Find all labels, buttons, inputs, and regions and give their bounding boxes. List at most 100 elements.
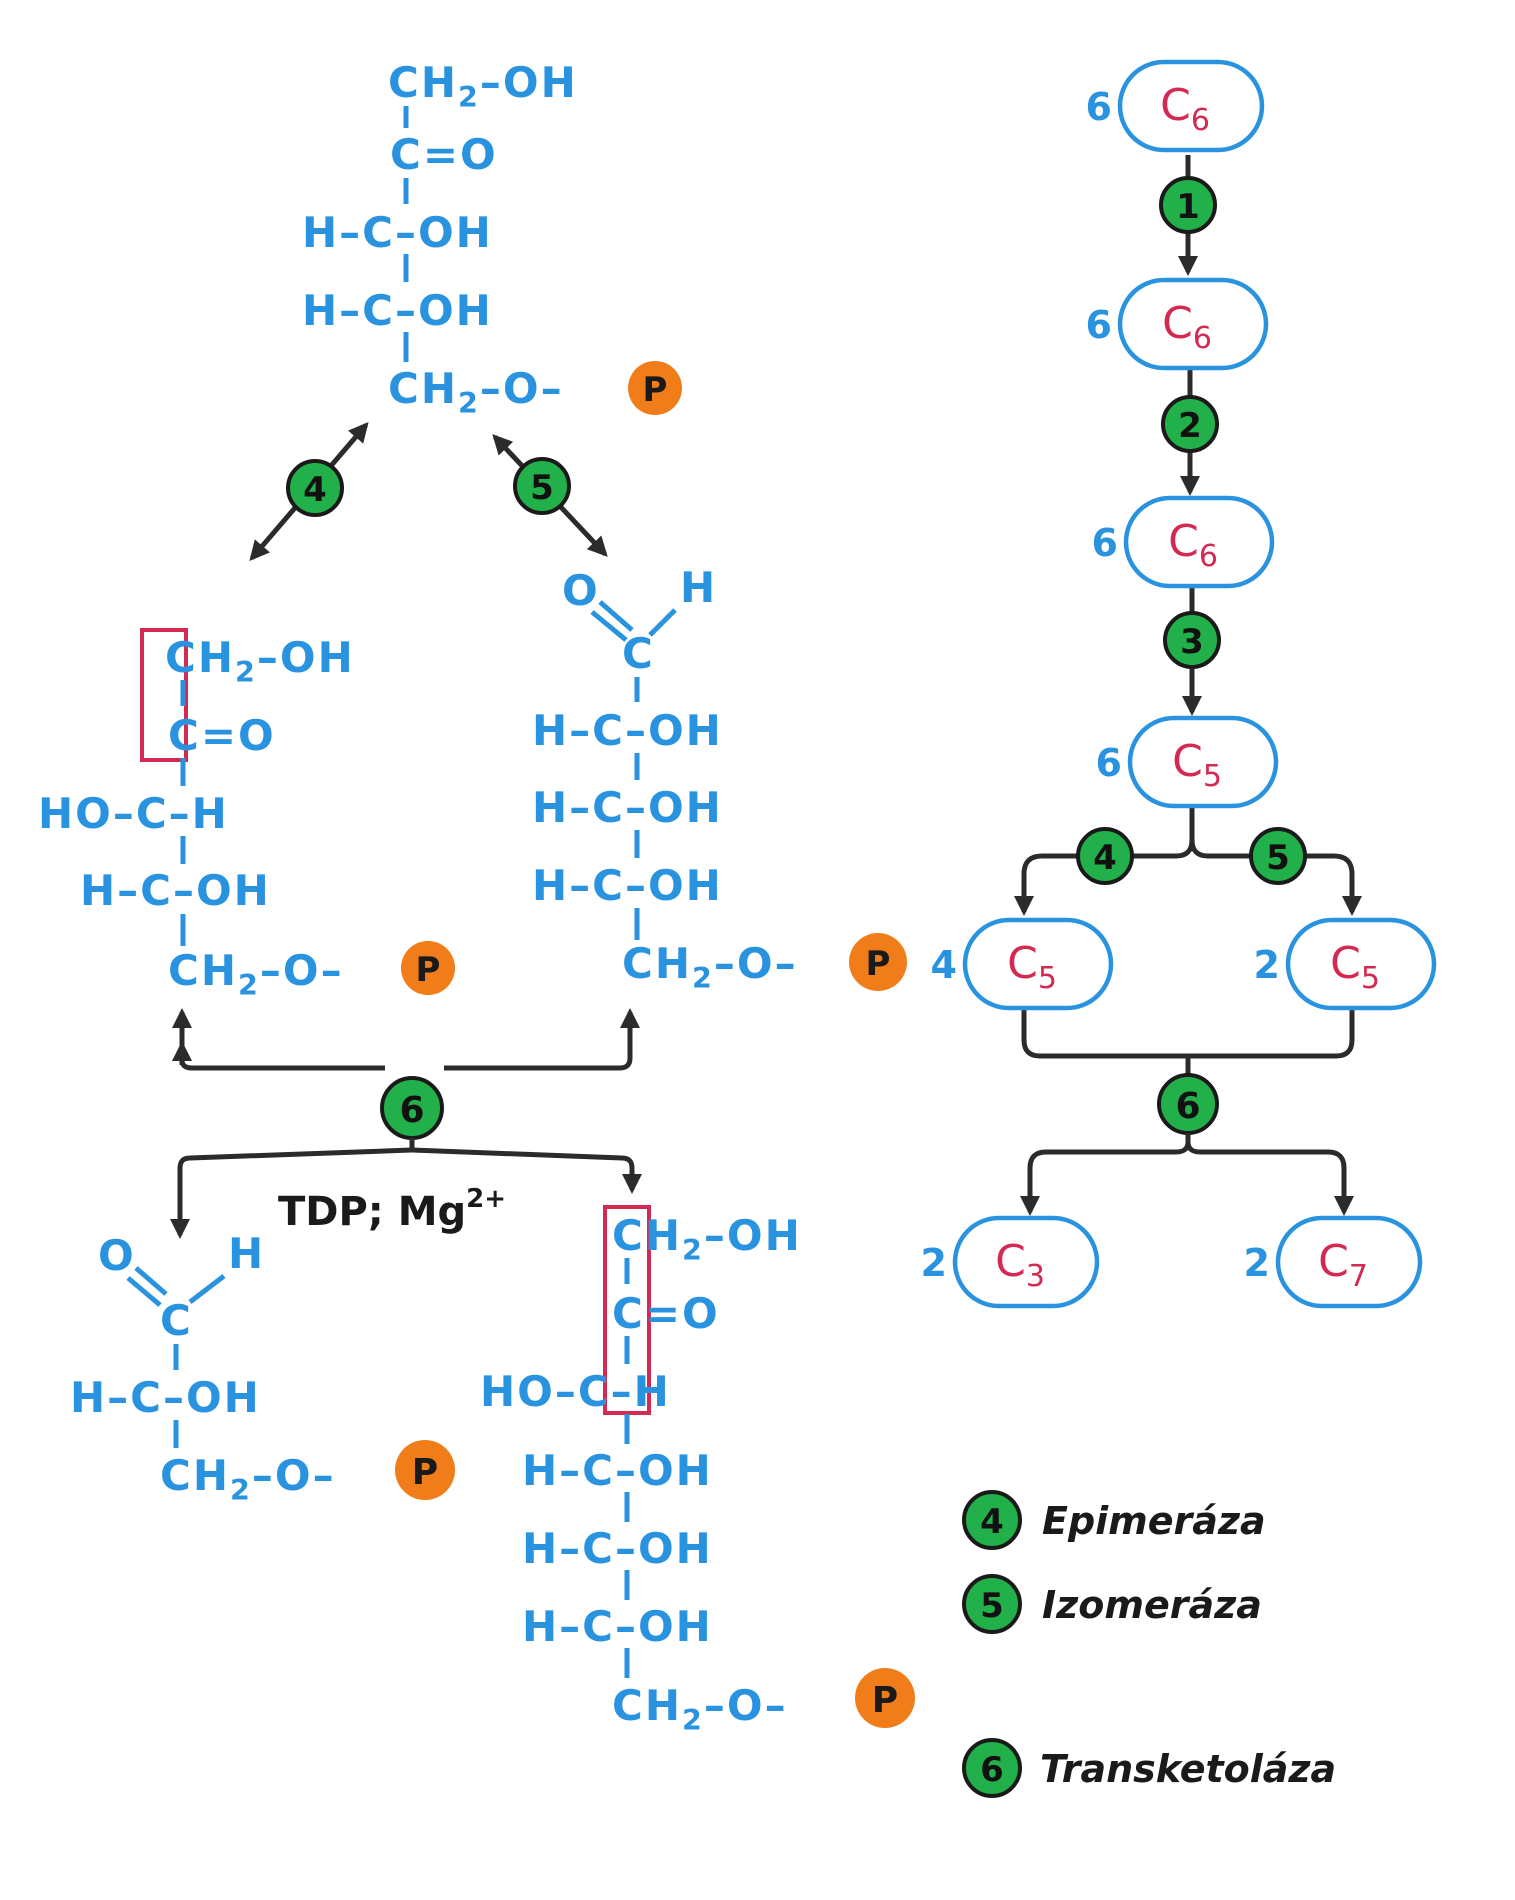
enzyme-6-marker: 6: [380, 1076, 444, 1140]
svg-text:5: 5: [530, 468, 554, 508]
gly-aldehyde-h: H: [228, 1229, 265, 1278]
enzyme-2-marker: 2: [1161, 395, 1219, 453]
xyl-line-1: CH2–OH: [165, 633, 355, 689]
pathway-node-outline: [962, 917, 1114, 1011]
legend-item-isomerase: 5 Izomeráza: [962, 1574, 1262, 1634]
svg-text:P: P: [872, 1680, 898, 1721]
rib-line-1: C: [622, 629, 655, 678]
phosphate-icon: P: [849, 933, 907, 991]
enzyme-5-marker: 5: [1249, 827, 1307, 885]
sed-line-6: H–C–OH: [522, 1602, 713, 1651]
pathway-node-coefficient: 6: [1086, 85, 1112, 129]
rib-aldehyde-o: O: [562, 566, 600, 615]
rib-line-4: H–C–OH: [532, 861, 723, 910]
pathway-node-outline: [1127, 715, 1279, 809]
sedoheptulose-7-phosphate-structure: CH2–OH C=O HO–C–H H–C–OH H–C–OH H–C–OH C…: [480, 1205, 915, 1737]
pathway-node-coefficient: 2: [1254, 943, 1280, 987]
xyl-line-4: H–C–OH: [80, 866, 271, 915]
pathway-node: 2 C3: [921, 1215, 1100, 1309]
phosphate-icon: P: [855, 1668, 915, 1728]
svg-text:6: 6: [399, 1090, 424, 1131]
legend-number: 4: [980, 1502, 1004, 1542]
xyl-line-3: HO–C–H: [38, 789, 229, 838]
pathway-node-coefficient: 6: [1092, 521, 1118, 565]
legend-number: 5: [980, 1586, 1004, 1626]
pathway-node-outline: [1275, 1215, 1423, 1309]
phosphate-icon: P: [395, 1440, 455, 1500]
sed-line-7: CH2–O–: [612, 1681, 788, 1737]
svg-text:1: 1: [1176, 187, 1200, 227]
pathway-node-outline: [1117, 277, 1269, 371]
pathway-node-outline: [1117, 59, 1265, 153]
legend-number: 6: [980, 1750, 1004, 1790]
pathway-node-coefficient: 6: [1096, 741, 1122, 785]
pathway-node-label: C5: [1007, 938, 1057, 996]
sed-line-4: H–C–OH: [522, 1446, 713, 1495]
glyceraldehyde-3-phosphate-structure: O H C H–C–OH CH2–O– P: [70, 1229, 455, 1507]
enzyme-1-marker: 1: [1159, 176, 1217, 234]
ribose-5-phosphate-structure: O H C H–C–OH H–C–OH H–C–OH CH2–O– P: [532, 563, 907, 995]
enzyme-4-marker: 4: [1076, 827, 1134, 885]
pathway-node-label: C5: [1172, 736, 1222, 794]
legend-label: Izomeráza: [1042, 1583, 1262, 1627]
rib-line-2: H–C–OH: [532, 706, 723, 755]
phosphate-icon: P: [628, 361, 682, 415]
svg-text:3: 3: [1180, 622, 1204, 662]
pathway-node-label: C3: [995, 1236, 1045, 1294]
xyl-line-5: CH2–O–: [168, 946, 344, 1002]
pathway-node: 6 C6: [1092, 495, 1275, 589]
pathway-node-label: C5: [1330, 938, 1380, 996]
svg-text:2: 2: [1178, 406, 1202, 446]
enzyme-5-marker: 5: [513, 457, 571, 515]
xylulose-5-phosphate-structure: CH2–OH C=O HO–C–H H–C–OH CH2–O– P: [38, 628, 455, 1002]
transfer-highlight-box: [140, 628, 188, 762]
top-line-4: H–C–OH: [302, 286, 493, 335]
legend-item-epimerase: 4 Epimeráza: [962, 1490, 1266, 1550]
pathway-node-outline: [952, 1215, 1100, 1309]
pathway-node-label: C7: [1318, 1236, 1368, 1294]
legend-label: Transketoláza: [1040, 1747, 1336, 1791]
sed-line-3: HO–C–H: [480, 1367, 671, 1416]
gly-line-2: H–C–OH: [70, 1373, 261, 1422]
rib-line-5: CH2–O–: [622, 939, 798, 995]
pathway-node-outline: [1123, 495, 1275, 589]
gly-line-3: CH2–O–: [160, 1451, 336, 1507]
svg-text:4: 4: [303, 470, 327, 510]
sed-line-1: CH2–OH: [612, 1211, 802, 1267]
svg-text:TDP; Mg2+: TDP; Mg2+: [278, 1184, 506, 1235]
pathway-node-label: C6: [1168, 516, 1218, 574]
pathway-node-coefficient: 6: [1086, 303, 1112, 347]
svg-text:P: P: [643, 370, 668, 410]
svg-text:6: 6: [1175, 1086, 1200, 1127]
legend-item-transketolase: 6 Transketoláza: [962, 1738, 1336, 1798]
pathway-node: 6 C6: [1086, 59, 1265, 153]
rib-aldehyde-h: H: [680, 563, 717, 612]
sed-line-2: C=O: [612, 1289, 720, 1338]
ribulose-5-phosphate-structure: CH2–OH C=O H–C–OH H–C–OH CH2–O– P: [302, 58, 682, 420]
sed-line-5: H–C–OH: [522, 1524, 713, 1573]
gly-line-1: C: [160, 1296, 193, 1345]
svg-text:P: P: [412, 1452, 438, 1493]
xyl-line-2: C=O: [168, 711, 276, 760]
rib-line-3: H–C–OH: [532, 783, 723, 832]
pathway-node-coefficient: 2: [921, 1241, 947, 1285]
svg-text:4: 4: [1093, 838, 1117, 878]
top-line-1: CH2–OH: [388, 58, 578, 114]
gly-aldehyde-o: O: [98, 1231, 136, 1280]
pathway-node-label: C6: [1160, 80, 1210, 138]
pathway-node-coefficient: 2: [1244, 1241, 1270, 1285]
legend-label: Epimeráza: [1042, 1499, 1266, 1543]
pathway-node: 2 C7: [1244, 1215, 1423, 1309]
phosphate-icon: P: [401, 941, 455, 995]
top-line-5: CH2–O–: [388, 364, 564, 420]
pathway-node-label: C6: [1162, 298, 1212, 356]
pathway-node: 6 C6: [1086, 277, 1269, 371]
enzyme-4-marker: 4: [286, 459, 344, 517]
pathway-node: 2 C5: [1254, 917, 1437, 1011]
enzyme-6-marker: 6: [1157, 1073, 1219, 1135]
cofactor-label: TDP; Mg2+: [278, 1184, 506, 1235]
svg-text:P: P: [866, 944, 891, 984]
